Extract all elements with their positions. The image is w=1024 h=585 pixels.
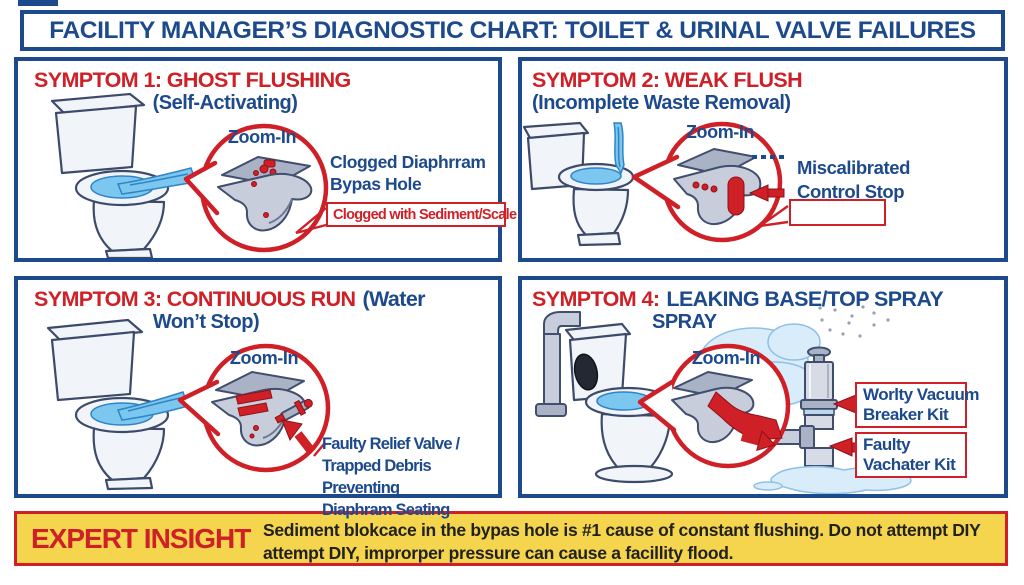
leaking-spout [707, 391, 783, 441]
sediment-clog [253, 159, 277, 176]
symptom-3-heading: SYMPTOM 3: CONTINUOUS RUN(Water [34, 287, 426, 312]
panel-symptom-4: SYMPTOM 4:LEAKING BASE/TOP SPRAY SPRAY Z… [518, 276, 1008, 498]
heading-blue-text: (Water [362, 287, 425, 311]
toilet-illustration [522, 121, 635, 247]
symptom-2-heading: SYMPTOM 2: WEAK FLUSH [532, 68, 803, 93]
zoom-in-label: Zoom-In [685, 122, 755, 142]
callout-line: Bypas Hole [330, 174, 422, 194]
kit-box-vachater: Faulty Vachater Kit [855, 432, 967, 478]
symptom-2-subheading: (Incomplete Waste Removal) [532, 92, 791, 114]
water-stream [116, 167, 198, 195]
diagnosis-callout: Clogged Diaphrram Bypas Hole [330, 151, 486, 195]
valve-cartridge [727, 176, 745, 216]
callout-line: Diaphram Seating [322, 501, 450, 519]
toilet-illustration [535, 311, 674, 484]
zoom-in-label: Zoom-In [691, 348, 761, 368]
pointer-arrow [281, 419, 316, 455]
kit-box-line: Breaker Kit [863, 405, 949, 424]
zoom-in-label: Zoom-In [227, 127, 297, 147]
water-jet [613, 122, 625, 175]
callout-connector [295, 207, 327, 235]
expert-insight-line: Sediment blokcace in the bypas hole is #… [263, 520, 981, 540]
valve-diagram [211, 371, 307, 447]
adjust-arrow [748, 184, 785, 202]
expert-insight-bar: EXPERT INSIGHT Sediment blokcace in the … [14, 511, 1008, 566]
water-stream [116, 391, 189, 421]
symptom-3-subheading: Won’t Stop) [152, 311, 260, 333]
cause-box-text: Clogged with Sediment/Scale [333, 206, 517, 223]
toilet-illustration [50, 92, 170, 258]
symptom-4-subheading: SPRAY [652, 311, 717, 333]
callout-line: Faulty Relief Valve / [322, 435, 460, 453]
symptom-4-heading: SYMPTOM 4:LEAKING BASE/TOP SPRAY [532, 287, 944, 312]
top-edge-mark [18, 0, 58, 6]
relief-valve-piece [274, 398, 313, 424]
expert-insight-text: Sediment blokcace in the bypas hole is #… [263, 519, 981, 565]
diagnosis-callout: Faulty Relief Valve / Trapped Debris Pre… [322, 433, 498, 521]
kit-box-line: Worlty Vacuum [863, 385, 980, 404]
callout-line: Miscalibrated [797, 157, 911, 178]
expert-insight-line: attempt DIY, improrper pressure can caus… [263, 543, 734, 563]
kit-box-vacuum-breaker: Worlty Vacuum Breaker Kit [855, 382, 980, 428]
expert-insight-label: EXPERT INSIGHT [31, 522, 251, 554]
symptom-1-heading: SYMPTOM 1: GHOST FLUSHING [34, 68, 351, 93]
zoom-in-label: Zoom-In [229, 348, 299, 368]
panel-symptom-2: SYMPTOM 2: WEAK FLUSH (Incomplete Waste … [518, 57, 1008, 262]
stuck-diaphragm [235, 389, 273, 405]
valve-diagram [217, 156, 313, 232]
kit-box-line: Faulty [863, 435, 911, 454]
callout-line: Control Stop [797, 181, 905, 202]
panel-symptom-3: SYMPTOM 3: CONTINUOUS RUN(Water Won’t St… [14, 276, 502, 519]
page-title: FACILITY MANAGER’S DIAGNOSTIC CHART: TOI… [49, 16, 976, 44]
title-bar: FACILITY MANAGER’S DIAGNOSTIC CHART: TOI… [20, 10, 1005, 51]
kit-box-line: Vachater Kit [863, 455, 956, 474]
valve-diagram [671, 371, 783, 443]
panel-symptom-1: SYMPTOM 1: GHOST FLUSHING (Self-Activati… [14, 57, 517, 262]
heading-red-text: SYMPTOM 1: GHOST FLUSHING [34, 68, 351, 92]
callout-line: Clogged Diaphrram [330, 152, 486, 172]
heading-red-text: SYMPTOM 2: WEAK FLUSH [532, 68, 803, 92]
heading-red-text: SYMPTOM 4: [532, 287, 660, 311]
symptom-1-subheading: (Self-Activating) [152, 92, 298, 114]
valve-diagram [673, 148, 786, 225]
callout-connector [759, 205, 789, 228]
diagnosis-callout: Miscalibrated Control Stop [797, 156, 910, 204]
cause-box: Clogged with Sediment/Scale [326, 202, 517, 227]
leak-arrow [740, 429, 776, 452]
callout-line: Trapped Debris Preventing [322, 457, 432, 497]
cause-box-empty [789, 199, 886, 226]
heading-blue-text: LEAKING BASE/TOP SPRAY [666, 287, 944, 311]
heading-red-text: SYMPTOM 3: CONTINUOUS RUN [34, 287, 356, 311]
toilet-illustration [46, 318, 170, 491]
